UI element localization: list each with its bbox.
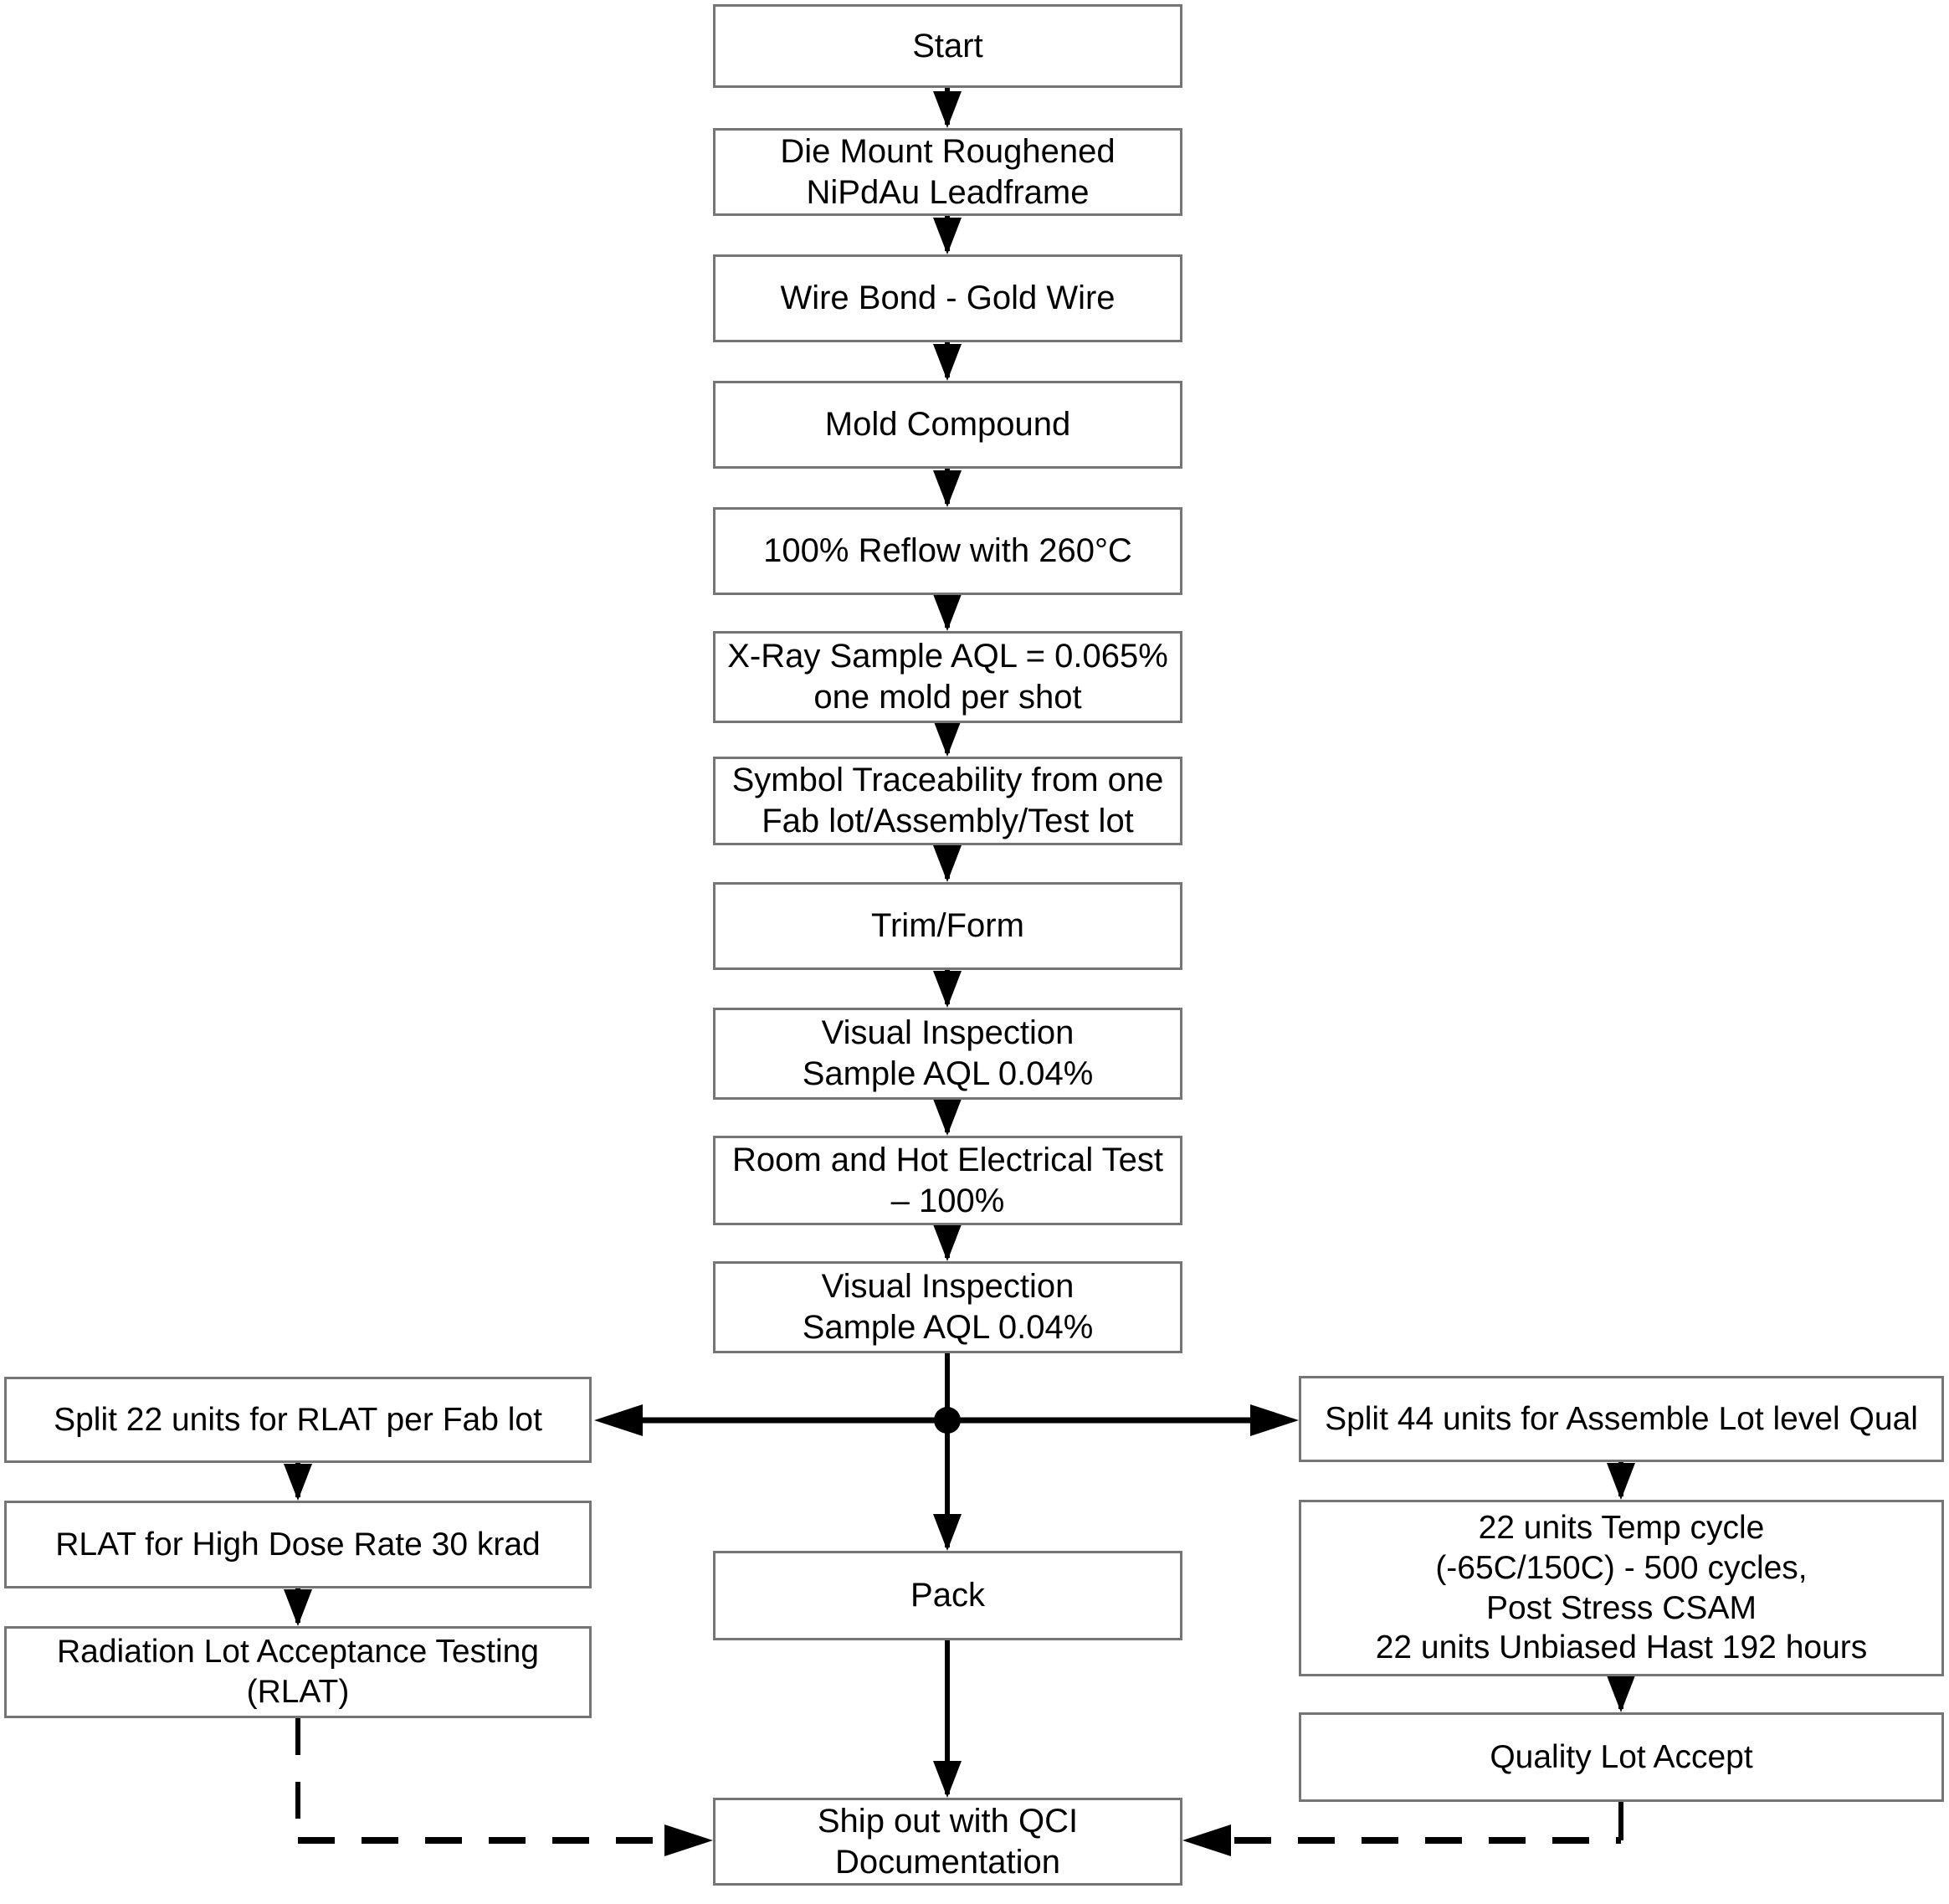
node-ship-out: Ship out with QCI Documentation: [713, 1798, 1182, 1886]
node-split-22: Split 22 units for RLAT per Fab lot: [4, 1377, 592, 1463]
arrowhead-to-split44: [1250, 1404, 1299, 1436]
node-rlat: Radiation Lot Acceptance Testing (RLAT): [4, 1626, 592, 1718]
node-electrical-test: Room and Hot Electrical Test – 100%: [713, 1136, 1182, 1225]
arrow-reflow-to-xray: [933, 594, 962, 631]
node-trim-form-label: Trim/Form: [871, 907, 1024, 945]
arrow-xray-to-symbol: [933, 720, 962, 757]
junction-connector: [594, 1353, 1299, 1551]
node-split-44-label: Split 44 units for Assemble Lot level Qu…: [1325, 1400, 1918, 1437]
node-pack-label: Pack: [910, 1577, 985, 1614]
arrow-rlat-hdr-to-rlat: [284, 1588, 312, 1626]
arrow-temp-cycle-to-quality: [1607, 1676, 1635, 1712]
node-mold-compound: Mold Compound: [713, 381, 1182, 469]
node-reflow: 100% Reflow with 260°C: [713, 507, 1182, 595]
node-visual-inspection-2: Visual Inspection Sample AQL 0.04%: [713, 1261, 1182, 1353]
node-visual-inspection-1-label: Visual Inspection Sample AQL 0.04%: [802, 1014, 1094, 1092]
node-quality-lot-accept-label: Quality Lot Accept: [1490, 1738, 1753, 1775]
node-quality-lot-accept: Quality Lot Accept: [1299, 1712, 1944, 1802]
node-pack: Pack: [713, 1551, 1182, 1640]
node-xray-label: X-Ray Sample AQL = 0.065% one mold per s…: [727, 638, 1168, 716]
arrow-mold-to-reflow: [933, 469, 962, 507]
node-split-44: Split 44 units for Assemble Lot level Qu…: [1299, 1376, 1944, 1462]
arrow-die-mount-to-wire-bond: [933, 216, 962, 254]
node-wire-bond-label: Wire Bond - Gold Wire: [780, 280, 1116, 317]
node-electrical-test-label: Room and Hot Electrical Test – 100%: [731, 1141, 1164, 1219]
node-die-mount-label: Die Mount Roughened NiPdAu Leadframe: [780, 132, 1116, 211]
arrow-split22-to-rlat-hdr: [284, 1463, 312, 1501]
arrowhead-to-pack: [933, 1514, 962, 1551]
node-visual-inspection-2-label: Visual Inspection Sample AQL 0.04%: [802, 1268, 1094, 1346]
node-trim-form: Trim/Form: [713, 882, 1182, 970]
arrow-symbol-to-trim: [933, 845, 962, 882]
node-rlat-high-dose-label: RLAT for High Dose Rate 30 krad: [55, 1526, 541, 1563]
arrow-split44-to-temp-cycle: [1607, 1462, 1635, 1500]
node-start: Start: [713, 4, 1182, 88]
arrow-visual1-to-electrical: [933, 1099, 962, 1136]
arrowhead-to-split22: [594, 1404, 643, 1436]
node-symbol-traceability-label: Symbol Traceability from one Fab lot/Ass…: [731, 762, 1164, 839]
node-temp-cycle: 22 units Temp cycle (-65C/150C) - 500 cy…: [1299, 1500, 1944, 1676]
node-symbol-traceability: Symbol Traceability from one Fab lot/Ass…: [713, 757, 1182, 845]
node-reflow-label: 100% Reflow with 260°C: [763, 532, 1132, 570]
node-wire-bond: Wire Bond - Gold Wire: [713, 254, 1182, 342]
node-die-mount: Die Mount Roughened NiPdAu Leadframe: [713, 128, 1182, 216]
node-visual-inspection-1: Visual Inspection Sample AQL 0.04%: [713, 1008, 1182, 1100]
arrow-start-to-die-mount: [933, 88, 962, 128]
node-ship-out-label: Ship out with QCI Documentation: [817, 1802, 1079, 1881]
arrow-electrical-to-visual2: [933, 1224, 962, 1261]
node-temp-cycle-label: 22 units Temp cycle (-65C/150C) - 500 cy…: [1375, 1510, 1868, 1666]
dashed-arrow-rlat-to-ship: [295, 1718, 713, 1856]
node-rlat-label: Radiation Lot Acceptance Testing (RLAT): [56, 1634, 539, 1710]
dashed-arrow-quality-to-ship: [1182, 1802, 1623, 1856]
node-split-22-label: Split 22 units for RLAT per Fab lot: [54, 1401, 542, 1438]
arrow-trim-to-visual1: [933, 970, 962, 1008]
arrow-wire-bond-to-mold: [933, 342, 962, 381]
node-start-label: Start: [912, 27, 983, 64]
node-xray: X-Ray Sample AQL = 0.065% one mold per s…: [713, 631, 1182, 723]
node-rlat-high-dose: RLAT for High Dose Rate 30 krad: [4, 1501, 592, 1588]
arrow-pack-to-ship: [933, 1640, 962, 1798]
node-mold-compound-label: Mold Compound: [824, 406, 1071, 444]
